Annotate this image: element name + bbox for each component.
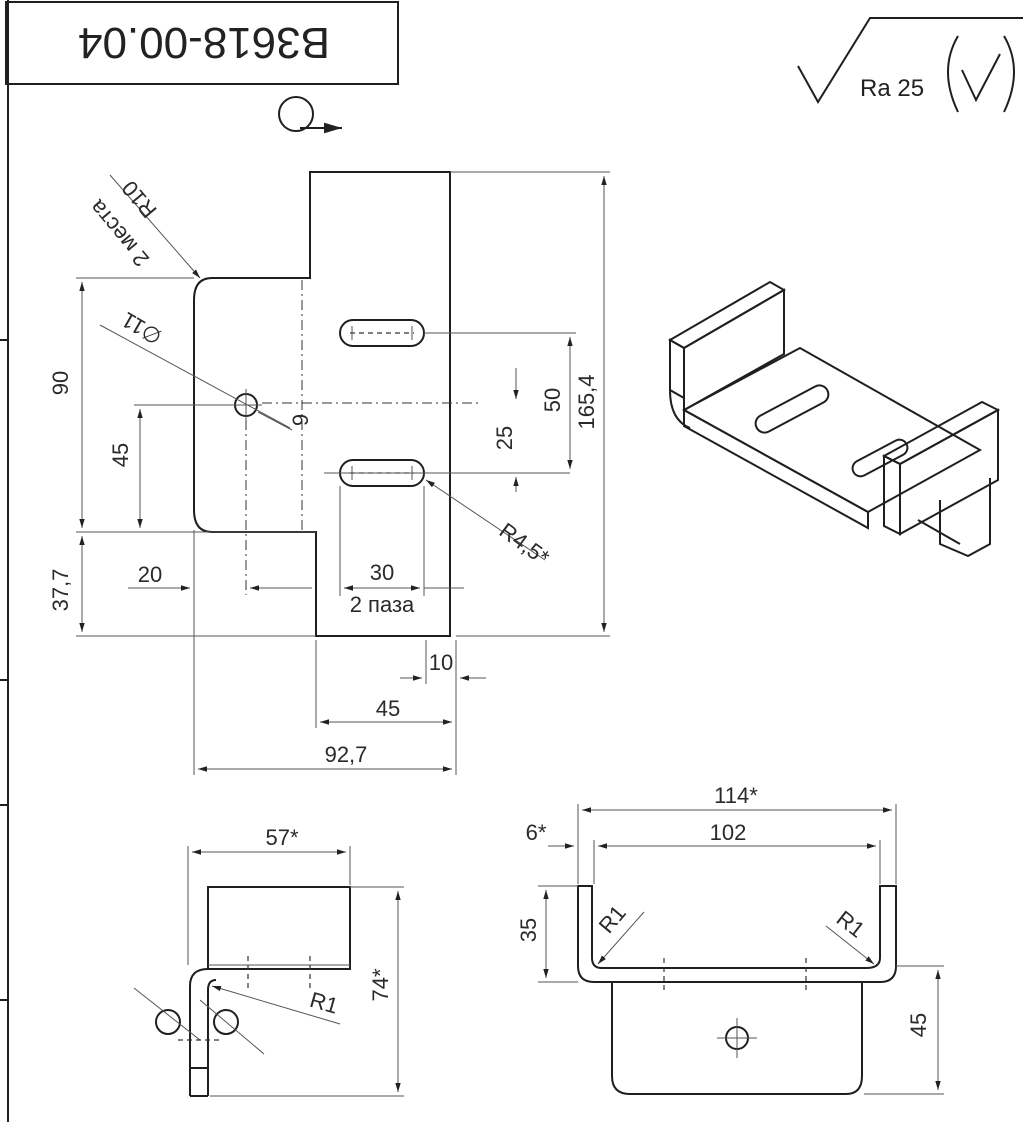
dim-45-front: 45	[906, 1013, 931, 1037]
dim-35: 35	[516, 918, 541, 942]
roughness-symbol: Ra 25	[797, 17, 1023, 113]
dim-9: 9	[288, 414, 313, 426]
side-dimensions: 57* 74* R1	[187, 825, 404, 1097]
hole-diameter-label: ∅11	[117, 307, 166, 350]
drawing-frame	[0, 0, 9, 1122]
dim-25: 25	[492, 426, 517, 450]
flat-dimensions: R10 2 места ∅11 90 45 37,7 20 9 25	[48, 171, 610, 775]
dim-r1-side: R1	[307, 987, 341, 1019]
dim-6: 6*	[526, 820, 547, 845]
dim-50: 50	[540, 388, 565, 412]
dim-74: 74*	[368, 968, 393, 1001]
side-view	[133, 886, 351, 1097]
dim-30: 30	[370, 560, 394, 585]
dim-90: 90	[48, 371, 73, 395]
dim-57: 57*	[265, 825, 298, 850]
designation-text: В3618-00.04	[78, 18, 330, 67]
slot-note: 2 паза	[350, 592, 415, 617]
flat-pattern-view	[193, 171, 480, 637]
dim-37-7: 37,7	[48, 569, 73, 612]
dim-114: 114*	[714, 783, 758, 808]
dim-165-4: 165,4	[574, 374, 599, 429]
dim-r1-left: R1	[594, 900, 631, 938]
front-view	[577, 885, 897, 1095]
roughness-value: Ra 25	[860, 75, 924, 102]
designation-block: В3618-00.04	[5, 1, 399, 85]
dim-r1-right: R1	[832, 906, 870, 943]
isometric-view	[667, 280, 1001, 558]
dim-20: 20	[138, 562, 162, 587]
dim-45-bottom: 45	[376, 696, 400, 721]
dim-r4-5: R4,5*	[495, 518, 555, 571]
rotation-sign-icon	[278, 96, 342, 134]
dim-10: 10	[429, 650, 453, 675]
dim-45-left: 45	[108, 443, 133, 467]
dim-102: 102	[710, 820, 747, 845]
dim-92-7: 92,7	[325, 742, 368, 767]
radius-r10-label: R10	[117, 176, 162, 223]
